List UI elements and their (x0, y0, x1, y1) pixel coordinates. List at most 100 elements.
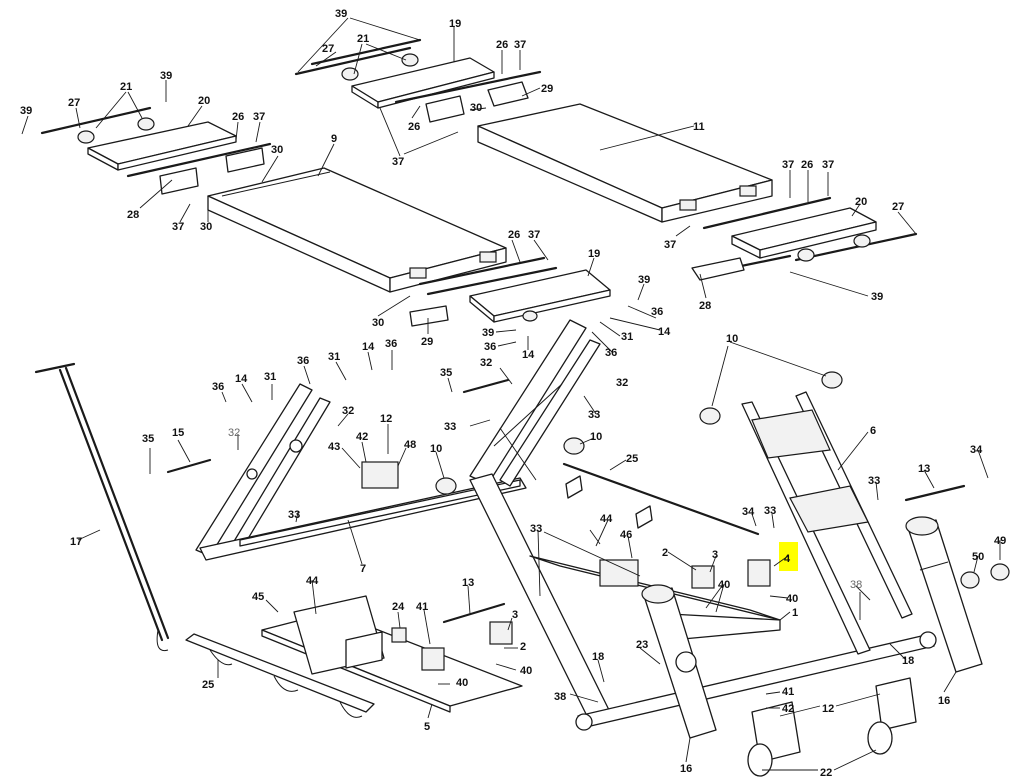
callout-40: 40 (718, 579, 730, 591)
callout-36: 36 (605, 347, 617, 359)
callout-30: 30 (470, 102, 482, 114)
callout-35: 35 (440, 367, 452, 379)
callout-9: 9 (331, 133, 337, 145)
callout-19: 19 (588, 248, 600, 260)
callout-33: 33 (530, 523, 542, 535)
callout-37: 37 (172, 221, 184, 233)
callout-16: 16 (938, 695, 950, 707)
wheel-assembly-12 (747, 677, 917, 777)
callout-21: 21 (357, 33, 369, 45)
callout-29: 29 (421, 336, 433, 348)
rod-25 (562, 462, 760, 536)
callout-19: 19 (449, 18, 461, 30)
callout-27: 27 (892, 201, 904, 213)
callout-38: 38 (554, 691, 566, 703)
callout-2: 2 (662, 547, 668, 559)
arm-6 (741, 391, 913, 655)
callout-31: 31 (621, 331, 633, 343)
cylinder-16-right (905, 516, 983, 673)
callout-14: 14 (235, 373, 248, 385)
callout-37: 37 (822, 159, 834, 171)
callout-29: 29 (541, 83, 553, 95)
callout-14: 14 (362, 341, 375, 353)
base-tray-5 (261, 595, 523, 713)
ramp-plate-20-left (40, 106, 272, 195)
callout-30: 30 (372, 317, 384, 329)
callout-20: 20 (855, 196, 867, 208)
callout-28: 28 (127, 209, 139, 221)
callout-34: 34 (970, 444, 983, 456)
callout-32: 32 (480, 357, 492, 369)
callout-20: 20 (198, 95, 210, 107)
callout-16: 16 (680, 763, 692, 775)
callout-14: 14 (658, 326, 671, 338)
callout-33: 33 (288, 509, 300, 521)
callout-30: 30 (200, 221, 212, 233)
callout-10: 10 (430, 443, 442, 455)
callout-33: 33 (588, 409, 600, 421)
callout-39: 39 (871, 291, 883, 303)
callout-15: 15 (172, 427, 184, 439)
callout-24: 24 (392, 601, 405, 613)
callout-42: 42 (782, 703, 794, 715)
callout-40: 40 (456, 677, 468, 689)
callout-5: 5 (424, 721, 430, 733)
callout-49: 49 (994, 535, 1006, 547)
leader-lines (21, 17, 1001, 771)
callout-10: 10 (726, 333, 738, 345)
callout-39: 39 (160, 70, 172, 82)
callout-31: 31 (328, 351, 340, 363)
scissor-frame-7 (195, 383, 527, 561)
callout-40: 40 (520, 665, 532, 677)
callout-37: 37 (528, 229, 540, 241)
callout-26: 26 (496, 39, 508, 51)
callout-40: 40 (786, 593, 798, 605)
callout-32: 32 (228, 427, 240, 439)
ramp-plate-20-right (691, 196, 918, 281)
handle-17 (34, 362, 170, 652)
callout-44: 44 (600, 513, 613, 525)
callout-39: 39 (20, 105, 32, 117)
callout-37: 37 (514, 39, 526, 51)
callout-1: 1 (792, 607, 798, 619)
callout-21: 21 (120, 81, 132, 93)
callout-6: 6 (870, 425, 876, 437)
misc-parts (166, 371, 1010, 671)
callout-34: 34 (742, 506, 755, 518)
callout-7: 7 (360, 563, 366, 575)
callout-12: 12 (822, 703, 834, 715)
ramp-plate-19-center (409, 256, 611, 327)
callout-13: 13 (918, 463, 930, 475)
callout-22: 22 (820, 767, 832, 779)
callout-41: 41 (416, 601, 428, 613)
callout-14: 14 (522, 349, 535, 361)
platform-11 (477, 103, 773, 223)
callout-32: 32 (616, 377, 628, 389)
callout-17: 17 (70, 536, 82, 548)
callout-36: 36 (651, 306, 663, 318)
bar-25 (185, 633, 375, 718)
callout-39: 39 (335, 8, 347, 20)
callout-26: 26 (801, 159, 813, 171)
callout-41: 41 (782, 686, 794, 698)
callout-37: 37 (782, 159, 794, 171)
callout-18: 18 (592, 651, 604, 663)
callout-27: 27 (322, 43, 334, 55)
callout-27: 27 (68, 97, 80, 109)
callout-44: 44 (306, 575, 319, 587)
callout-23: 23 (636, 639, 648, 651)
callout-43: 43 (328, 441, 340, 453)
callouts: 39 19 21 27 26 37 29 30 26 37 11 39 21 2… (20, 8, 1006, 779)
callout-37: 37 (392, 156, 404, 168)
callout-3: 3 (512, 609, 518, 621)
callout-26: 26 (408, 121, 420, 133)
callout-48: 48 (404, 439, 416, 451)
callout-26: 26 (232, 111, 244, 123)
callout-32: 32 (342, 405, 354, 417)
callout-35: 35 (142, 433, 154, 445)
callout-31: 31 (264, 371, 276, 383)
callout-39: 39 (482, 327, 494, 339)
callout-4: 4 (784, 553, 791, 565)
callout-38: 38 (850, 579, 862, 591)
ramp-plate-19-top (294, 38, 542, 123)
